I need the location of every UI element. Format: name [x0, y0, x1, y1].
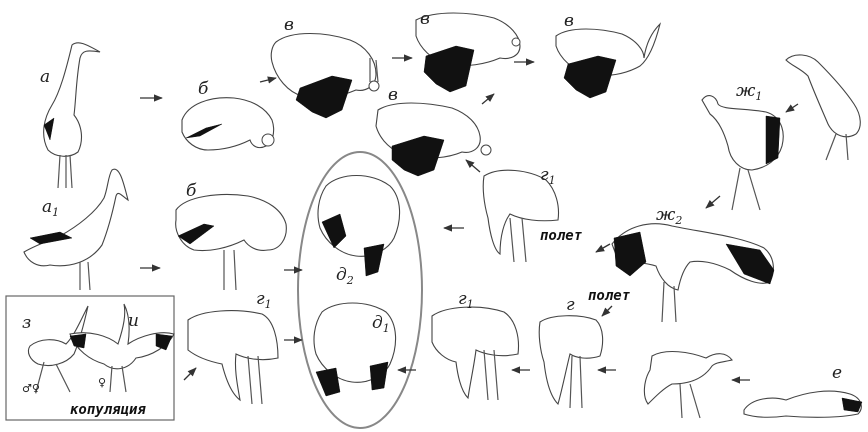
- male-female-symbol: ♂♀: [22, 382, 40, 395]
- crane-v4: [376, 103, 491, 176]
- arrow-zh1-to-zh2: [706, 196, 720, 208]
- label-g1-bottom: г1: [458, 289, 474, 311]
- label-g1-left: г1: [256, 289, 272, 311]
- female-symbol: ♀: [98, 376, 106, 389]
- label-g: г: [566, 295, 575, 315]
- arrow-to-v2: [482, 94, 494, 104]
- label-a: а: [40, 67, 50, 87]
- flight-label-upper: полет: [540, 228, 583, 244]
- label-zh2: ж2: [656, 205, 682, 227]
- arrow-b-to-v1: [260, 78, 276, 82]
- label-a1: а1: [42, 197, 59, 219]
- label-g1-upper: г1: [540, 165, 556, 187]
- crane-v3: [556, 24, 660, 98]
- crane-b-top: [182, 98, 274, 150]
- arrow-flight-lower: [602, 306, 612, 316]
- label-b-top: б: [198, 79, 209, 99]
- crane-a1: [24, 169, 128, 290]
- crane-feeding: [644, 352, 732, 418]
- arrow-zh1-right-to-left: [786, 104, 798, 112]
- arrow-copulation-to-g1: [184, 368, 196, 380]
- crane-e: [744, 391, 862, 417]
- label-zh1: ж1: [736, 81, 762, 103]
- label-e: е: [832, 363, 842, 383]
- crane-d2: [318, 176, 400, 277]
- label-v2: в: [420, 9, 430, 29]
- label-v4: в: [388, 85, 398, 105]
- copulation-label: копуляция: [70, 402, 146, 418]
- label-v1: в: [284, 15, 294, 35]
- crane-g: [539, 316, 602, 408]
- flight-label-lower: полет: [588, 288, 631, 304]
- crane-a-standing: [44, 43, 100, 188]
- label-b-bottom: б: [186, 181, 197, 201]
- arrow-g1-to-v4: [466, 160, 480, 172]
- label-i: и: [128, 311, 139, 331]
- crane-v2: [416, 13, 520, 92]
- crane-zh1-right: [786, 55, 860, 160]
- crane-b-bottom: [176, 195, 287, 290]
- label-v3: в: [564, 11, 574, 31]
- crane-v1: [271, 34, 379, 119]
- arrow-zh2-flight: [596, 244, 610, 252]
- crane-g1-bottom: [432, 307, 518, 400]
- crane-d1: [314, 303, 396, 396]
- crane-g1-left: [188, 311, 278, 404]
- crane-zh1-left: [702, 96, 783, 210]
- label-z: з: [22, 313, 31, 333]
- label-d2: д2: [336, 265, 354, 287]
- crane-zh2: [612, 224, 774, 322]
